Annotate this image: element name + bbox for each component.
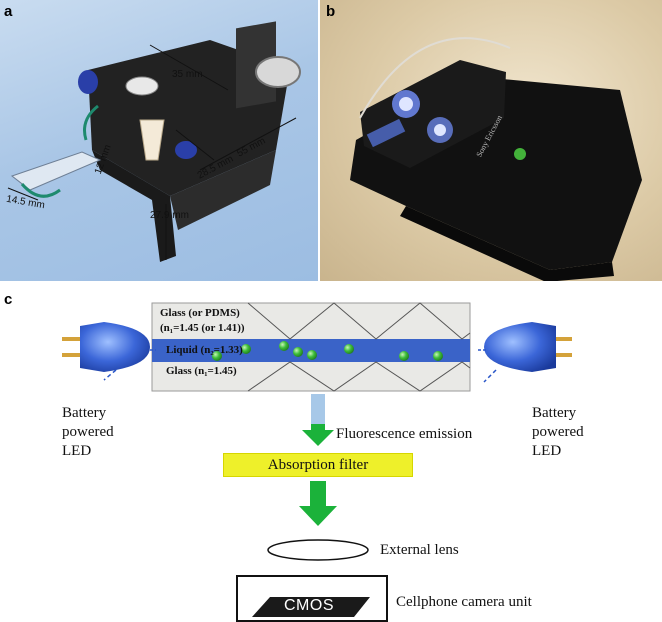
emission-arrow: [302, 424, 334, 446]
left-led-caption-line: Battery: [62, 405, 107, 421]
bead: [212, 351, 222, 361]
bead: [344, 344, 354, 354]
panel-a-cad-render: 35 mm 12 mm 28.5 mm 55 mm 14.5 mm 27.9 m…: [0, 0, 318, 281]
bead: [293, 347, 303, 357]
tir-rays-top: [247, 302, 471, 340]
bead: [307, 350, 317, 360]
panel-c-letter: c: [4, 291, 13, 308]
dimension-35mm: 35 mm: [172, 69, 203, 80]
camera-unit-label: Cellphone camera unit: [396, 594, 532, 610]
bead: [433, 351, 443, 361]
left-led-caption: Battery powered LED: [62, 404, 114, 461]
emission-column: [311, 394, 325, 424]
right-led: [478, 322, 572, 383]
dimension-27-9mm: 27.9 mm: [150, 210, 189, 221]
panel-a-letter: a: [4, 3, 13, 20]
tir-rays-bottom: [247, 361, 471, 392]
cmos-sensor: [252, 597, 370, 617]
left-led: [62, 322, 156, 381]
absorption-filter-label: Absorption filter: [267, 456, 369, 473]
external-lens: [267, 539, 369, 561]
liquid-label: Liquid (n₂=1.33): [166, 344, 243, 356]
panel-b-letter: b: [326, 3, 336, 20]
fluorescent-beads: [212, 341, 443, 361]
bead: [399, 351, 409, 361]
bead: [241, 344, 251, 354]
filtered-arrow: [299, 481, 337, 526]
absorption-filter: Absorption filter: [223, 453, 413, 477]
bead: [279, 341, 289, 351]
left-led-caption-line: powered: [62, 424, 114, 440]
left-led-caption-line: LED: [62, 443, 92, 459]
glass-top-label: Glass (or PDMS): [160, 307, 240, 319]
glass-top-index: (n₁=1.45 (or 1.41)): [160, 322, 245, 334]
glass-bottom-label: Glass (n₁=1.45): [166, 365, 237, 377]
external-lens-label: External lens: [380, 542, 459, 558]
right-led-caption-line: Battery: [532, 405, 577, 421]
cad-device-drawing: [7, 21, 301, 262]
cmos-label: CMOS: [284, 597, 334, 614]
right-led-caption: Battery powered LED: [532, 404, 584, 461]
right-led-caption-line: LED: [532, 443, 562, 459]
camera-unit-box: [236, 575, 388, 622]
cellphone-device-photo: Sony Ericsson: [350, 37, 642, 281]
panel-b-photo: Sony Ericsson: [320, 0, 662, 281]
right-led-caption-line: powered: [532, 424, 584, 440]
fluorescence-emission-label: Fluorescence emission: [336, 426, 473, 442]
